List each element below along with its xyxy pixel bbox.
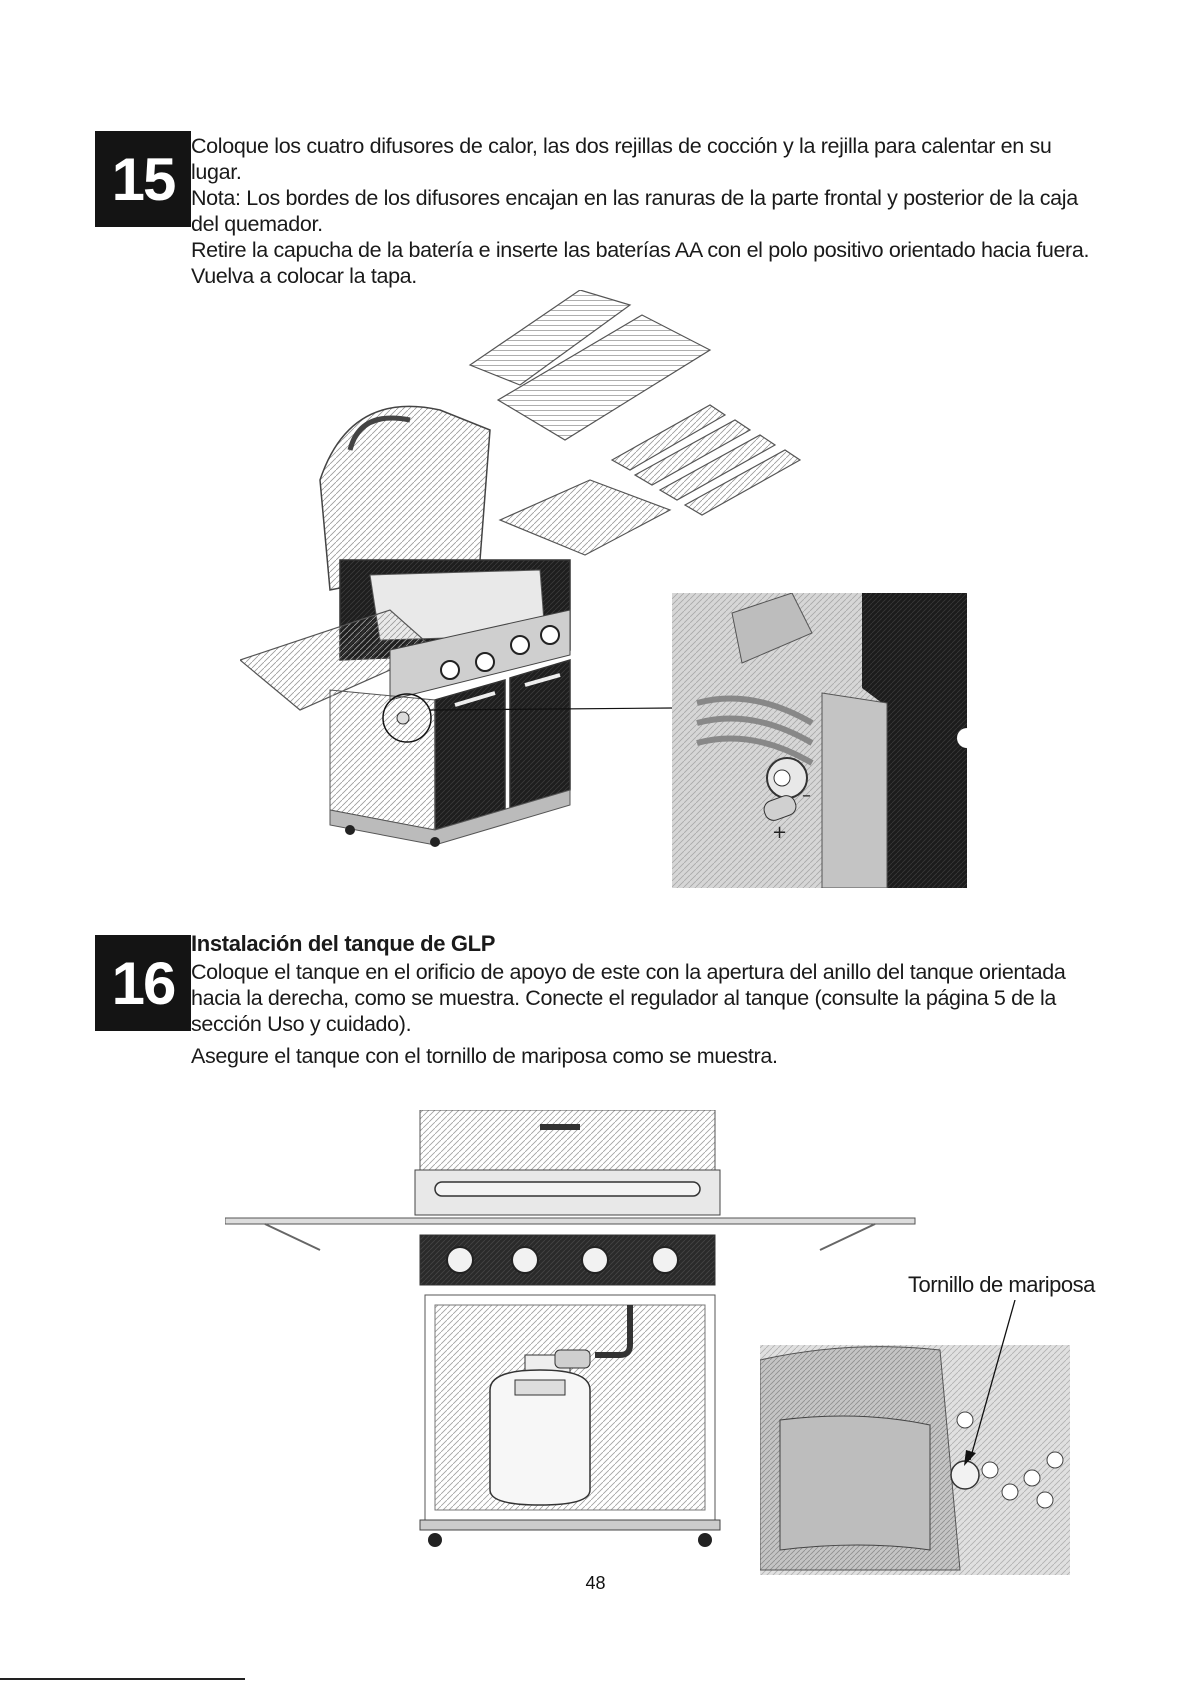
- cooking-grates: [496, 314, 712, 441]
- step-15-note: Nota: Los bordes de los difusores encaja…: [191, 186, 1078, 236]
- page-number: 48: [585, 1573, 606, 1593]
- wing-nut-detail: [760, 1300, 1070, 1575]
- igniter-callout: [382, 693, 673, 743]
- heat-diffusers: [610, 404, 802, 516]
- step-15-line-3: Retire la capucha de la batería e insert…: [191, 238, 1090, 262]
- lp-tank-installation-illustration: [225, 1110, 916, 1547]
- step-15-instructions: Coloque los cuatro difusores de calor, l…: [191, 133, 1101, 289]
- step-16-line-2: Asegure el tanque con el tornillo de mar…: [191, 1044, 778, 1068]
- step-15-line-1: Coloque los cuatro difusores de calor, l…: [191, 134, 1052, 184]
- grill-assembly-illustration: [240, 290, 802, 847]
- step-16-instructions: Instalación del tanque de GLP Coloque el…: [191, 931, 1101, 1069]
- warming-rack: [468, 290, 632, 386]
- step-15-line-4: Vuelva a colocar la tapa.: [191, 264, 417, 288]
- grill-body: [240, 405, 672, 847]
- footer-rule: [0, 1678, 245, 1680]
- svg-text:+: +: [772, 822, 787, 843]
- wing-nut-callout-label: Tornillo de mariposa: [908, 1272, 1095, 1297]
- step-16-heading: Instalación del tanque de GLP: [191, 931, 496, 956]
- step-15-badge: 15: [95, 131, 191, 227]
- igniter-battery-detail: + –: [672, 593, 967, 888]
- step-16-badge: 16: [95, 935, 191, 1031]
- svg-text:–: –: [802, 785, 811, 806]
- step-16-line-1: Coloque el tanque en el orificio de apoy…: [191, 960, 1066, 1036]
